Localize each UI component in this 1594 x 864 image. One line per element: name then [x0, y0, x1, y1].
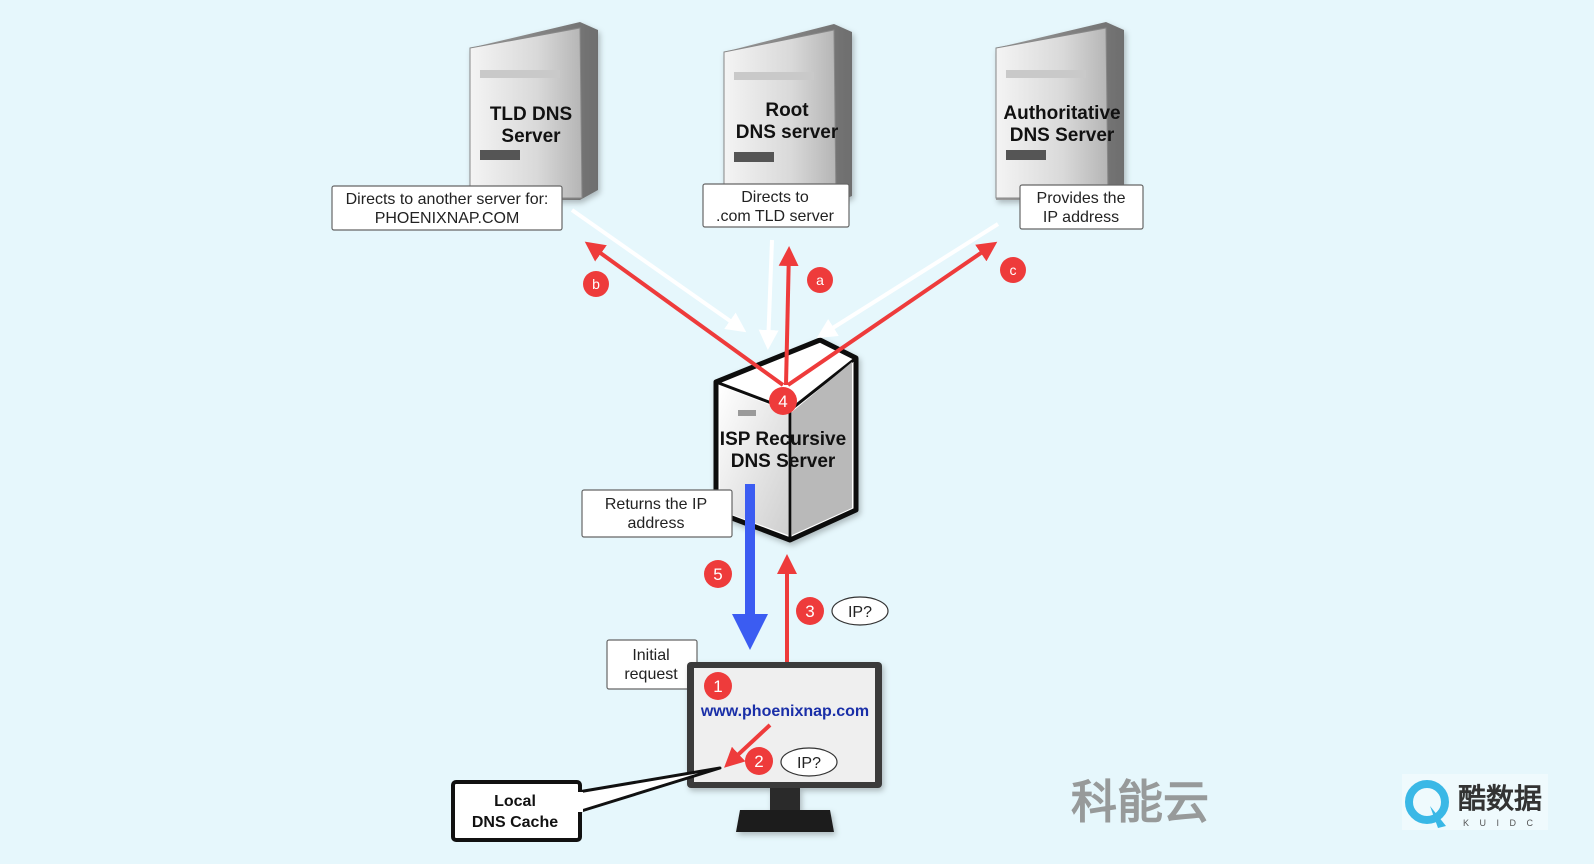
root-server-label-1: Root: [765, 100, 809, 121]
auth-server-label-2: DNS Server: [1010, 125, 1115, 146]
svg-text:2: 2: [754, 752, 763, 771]
authoritative-dns-server: [995, 22, 1124, 200]
root-query-arrow: [778, 246, 799, 386]
tld-server-label-2: Server: [501, 126, 561, 147]
root-dns-server: [723, 24, 852, 204]
step-5-marker: 5: [704, 560, 732, 588]
root-server-label-2: DNS server: [736, 122, 839, 143]
tld-note-box: Directs to another server for: PHOENIXNA…: [331, 185, 563, 231]
svg-text:a: a: [816, 272, 824, 288]
auth-server-label-1: Authoritative: [1003, 103, 1120, 124]
step-1-marker: 1: [704, 672, 732, 700]
watermark-right-text: 酷数据: [1458, 783, 1542, 814]
step-4-marker: 4: [769, 387, 797, 415]
svg-text:c: c: [1010, 262, 1017, 278]
svg-text:b: b: [592, 276, 600, 292]
cache-label-1: Local: [494, 793, 536, 810]
step-2-marker: 2: [745, 747, 773, 775]
local-dns-cache-callout: [451, 766, 722, 842]
svg-text:1: 1: [713, 677, 722, 696]
cache-lookup-arrow: [724, 723, 772, 768]
auth-note-box: Provides the IP address: [1019, 184, 1144, 230]
drive-slot-icon: [480, 150, 520, 160]
root-note-box: Directs to .com TLD server: [702, 183, 850, 228]
ip-response-arrow: [732, 484, 768, 650]
ip-query-bubble-3: IP?: [831, 596, 889, 626]
step-3-marker: 3: [796, 597, 824, 625]
monitor-stand: [736, 810, 834, 832]
root-note-line2: .com TLD server: [716, 208, 835, 225]
drive-bay-icon: [480, 70, 560, 78]
logo-tail-icon: [1430, 806, 1446, 828]
returns-ip-note-box: Returns the IP address: [581, 489, 733, 538]
initial-request-note-box: Initial request: [606, 639, 698, 690]
isp-server-label-2: DNS Server: [731, 451, 836, 472]
logo-ring-icon: [1405, 780, 1449, 824]
cache-label-2: DNS Cache: [472, 814, 558, 831]
root-response-arrow: [758, 239, 779, 350]
svg-text:3: 3: [805, 602, 814, 621]
drive-bay-icon: [734, 72, 814, 80]
watermark-right-sub: K U I D C: [1463, 818, 1537, 828]
tld-server-label-1: TLD DNS: [490, 104, 572, 125]
tld-dns-server: [469, 22, 598, 200]
tld-response-arrow: [570, 208, 747, 333]
drive-bay-icon: [1006, 70, 1086, 78]
watermark-center: 科能云: [1071, 776, 1209, 828]
tld-query-arrow: [584, 241, 785, 387]
returns-note-line1: Returns the IP: [605, 496, 707, 513]
initial-note-line2: request: [624, 666, 678, 683]
auth-response-arrow: [816, 222, 1000, 339]
svg-text:IP?: IP?: [797, 755, 821, 772]
auth-query-arrow: [786, 241, 998, 387]
step-b-marker: b: [583, 271, 609, 297]
svg-text:5: 5: [713, 565, 722, 584]
returns-note-line2: address: [628, 515, 685, 532]
ip-query-bubble-2: IP?: [780, 747, 838, 777]
monitor-neck: [770, 788, 800, 810]
tld-note-line1: Directs to another server for:: [346, 191, 549, 208]
step-c-marker: c: [1000, 257, 1026, 283]
svg-text:IP?: IP?: [848, 604, 872, 621]
tld-note-line2: PHOENIXNAP.COM: [375, 210, 520, 227]
auth-note-line1: Provides the: [1037, 190, 1126, 207]
auth-note-line2: IP address: [1043, 209, 1119, 226]
step-a-marker: a: [807, 267, 833, 293]
drive-slot-icon: [734, 152, 774, 162]
svg-text:4: 4: [778, 392, 787, 411]
initial-note-line1: Initial: [632, 647, 669, 664]
drive-slot-icon: [738, 410, 756, 416]
drive-slot-icon: [1006, 150, 1046, 160]
isp-server-label-1: ISP Recursive: [720, 429, 846, 450]
watermark-right-logo: [1402, 774, 1548, 830]
root-note-line1: Directs to: [741, 189, 809, 206]
url-text: www.phoenixnap.com: [700, 703, 869, 720]
